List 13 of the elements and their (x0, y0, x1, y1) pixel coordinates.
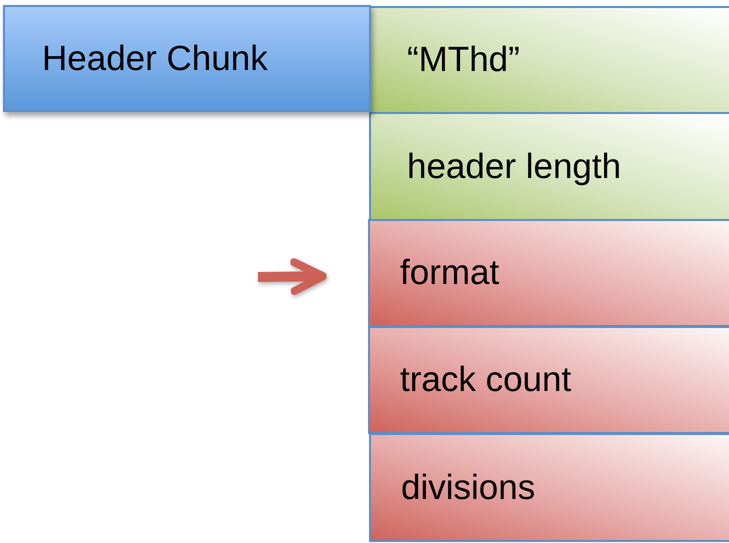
field-box (369, 433, 729, 542)
field-box (369, 6, 729, 114)
arrow (258, 258, 327, 295)
field-label: header length (407, 146, 622, 186)
field-label: track count (400, 360, 572, 400)
field-label: format (400, 253, 500, 293)
field-label: “MThd” (407, 40, 520, 80)
field-label: divisions (401, 468, 536, 508)
field-box (368, 326, 729, 434)
field-box (369, 112, 729, 221)
field-box (368, 219, 729, 327)
chunk-header-box (3, 5, 371, 112)
chunk-label: Header Chunk (42, 38, 268, 78)
